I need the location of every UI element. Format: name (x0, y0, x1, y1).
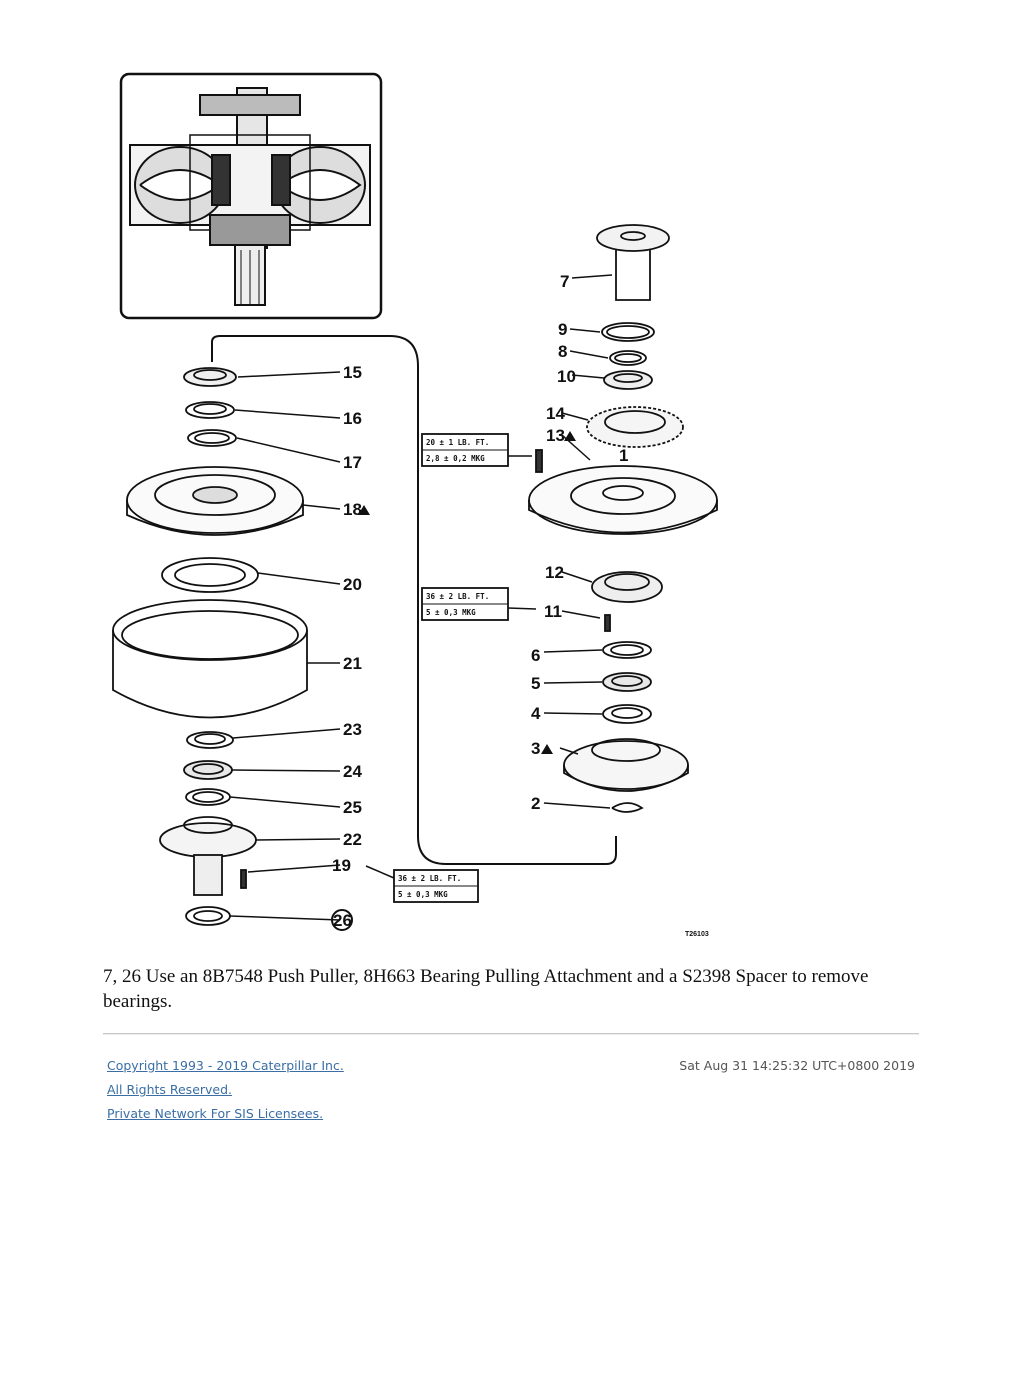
callout-15: 15 (343, 363, 362, 382)
callout-4: 4 (531, 704, 541, 723)
torque-box-2: 36 ± 2 LB. FT. 5 ± 0,3 MKG (421, 587, 509, 621)
copyright-link[interactable]: Copyright 1993 - 2019 Caterpillar Inc. (107, 1058, 344, 1073)
torque-1-line2: 2,8 ± 0,2 MKG (426, 454, 485, 463)
torque-3-line2: 5 ± 0,3 MKG (398, 890, 448, 899)
torque-box-1: 20 ± 1 LB. FT. 2,8 ± 0,2 MKG (421, 433, 509, 467)
callout-23: 23 (343, 720, 362, 739)
callout-8: 8 (558, 342, 567, 361)
callout-26-circle (331, 909, 353, 931)
left-parts-stack (112, 367, 308, 926)
exploded-view-diagram: 1 2 3 4 5 6 7 8 9 10 11 12 13 14 15 16 1… (100, 60, 740, 945)
triangle-icon (358, 505, 370, 515)
callout-5: 5 (531, 674, 540, 693)
triangle-icon (564, 431, 576, 441)
callout-24: 24 (343, 762, 362, 781)
torque-1-line1: 20 ± 1 LB. FT. (426, 438, 489, 447)
callout-16: 16 (343, 409, 362, 428)
torque-2-line2: 5 ± 0,3 MKG (426, 608, 476, 617)
callout-20: 20 (343, 575, 362, 594)
callout-11: 11 (544, 602, 562, 621)
callout-9: 9 (558, 320, 567, 339)
footer-divider (103, 1033, 919, 1034)
callout-25: 25 (343, 798, 362, 817)
callout-12: 12 (545, 563, 564, 582)
callout-21: 21 (343, 654, 362, 673)
network-link[interactable]: Private Network For SIS Licensees. (107, 1106, 324, 1121)
callout-2: 2 (531, 794, 540, 813)
callout-7: 7 (560, 272, 569, 291)
rights-link[interactable]: All Rights Reserved. (107, 1082, 233, 1097)
callout-17: 17 (343, 453, 362, 472)
callout-14: 14 (546, 404, 565, 423)
group-outline-left (211, 335, 617, 865)
callout-13: 13 (546, 426, 565, 445)
callout-19: 19 (332, 856, 351, 875)
callout-22: 22 (343, 830, 362, 849)
diagram-svg: 1 2 3 4 5 6 7 8 9 10 11 12 13 14 15 16 1… (112, 72, 718, 938)
leader-lines (229, 274, 613, 921)
torque-3-line1: 36 ± 2 LB. FT. (398, 874, 461, 883)
callout-6: 6 (531, 646, 540, 665)
cross-section-inset (119, 72, 383, 320)
callout-10: 10 (557, 367, 576, 386)
callout-18: 18 (343, 500, 362, 519)
torque-2-line1: 36 ± 2 LB. FT. (426, 592, 489, 601)
callout-3: 3 (531, 739, 540, 758)
figure-caption: 7, 26 Use an 8B7548 Push Puller, 8H663 B… (103, 966, 869, 1012)
callout-1: 1 (619, 446, 628, 465)
triangle-markers (358, 431, 576, 754)
figure-id: T26103 (685, 931, 709, 938)
torque-box-3: 36 ± 2 LB. FT. 5 ± 0,3 MKG (393, 869, 479, 903)
callout-26: 26 (333, 911, 352, 930)
right-parts-stack (528, 224, 718, 813)
timestamp: Sat Aug 31 14:25:32 UTC+0800 2019 (679, 1058, 915, 1073)
triangle-icon (541, 744, 553, 754)
callout-labels: 1 2 3 4 5 6 7 8 9 10 11 12 13 14 15 16 1… (331, 272, 628, 931)
